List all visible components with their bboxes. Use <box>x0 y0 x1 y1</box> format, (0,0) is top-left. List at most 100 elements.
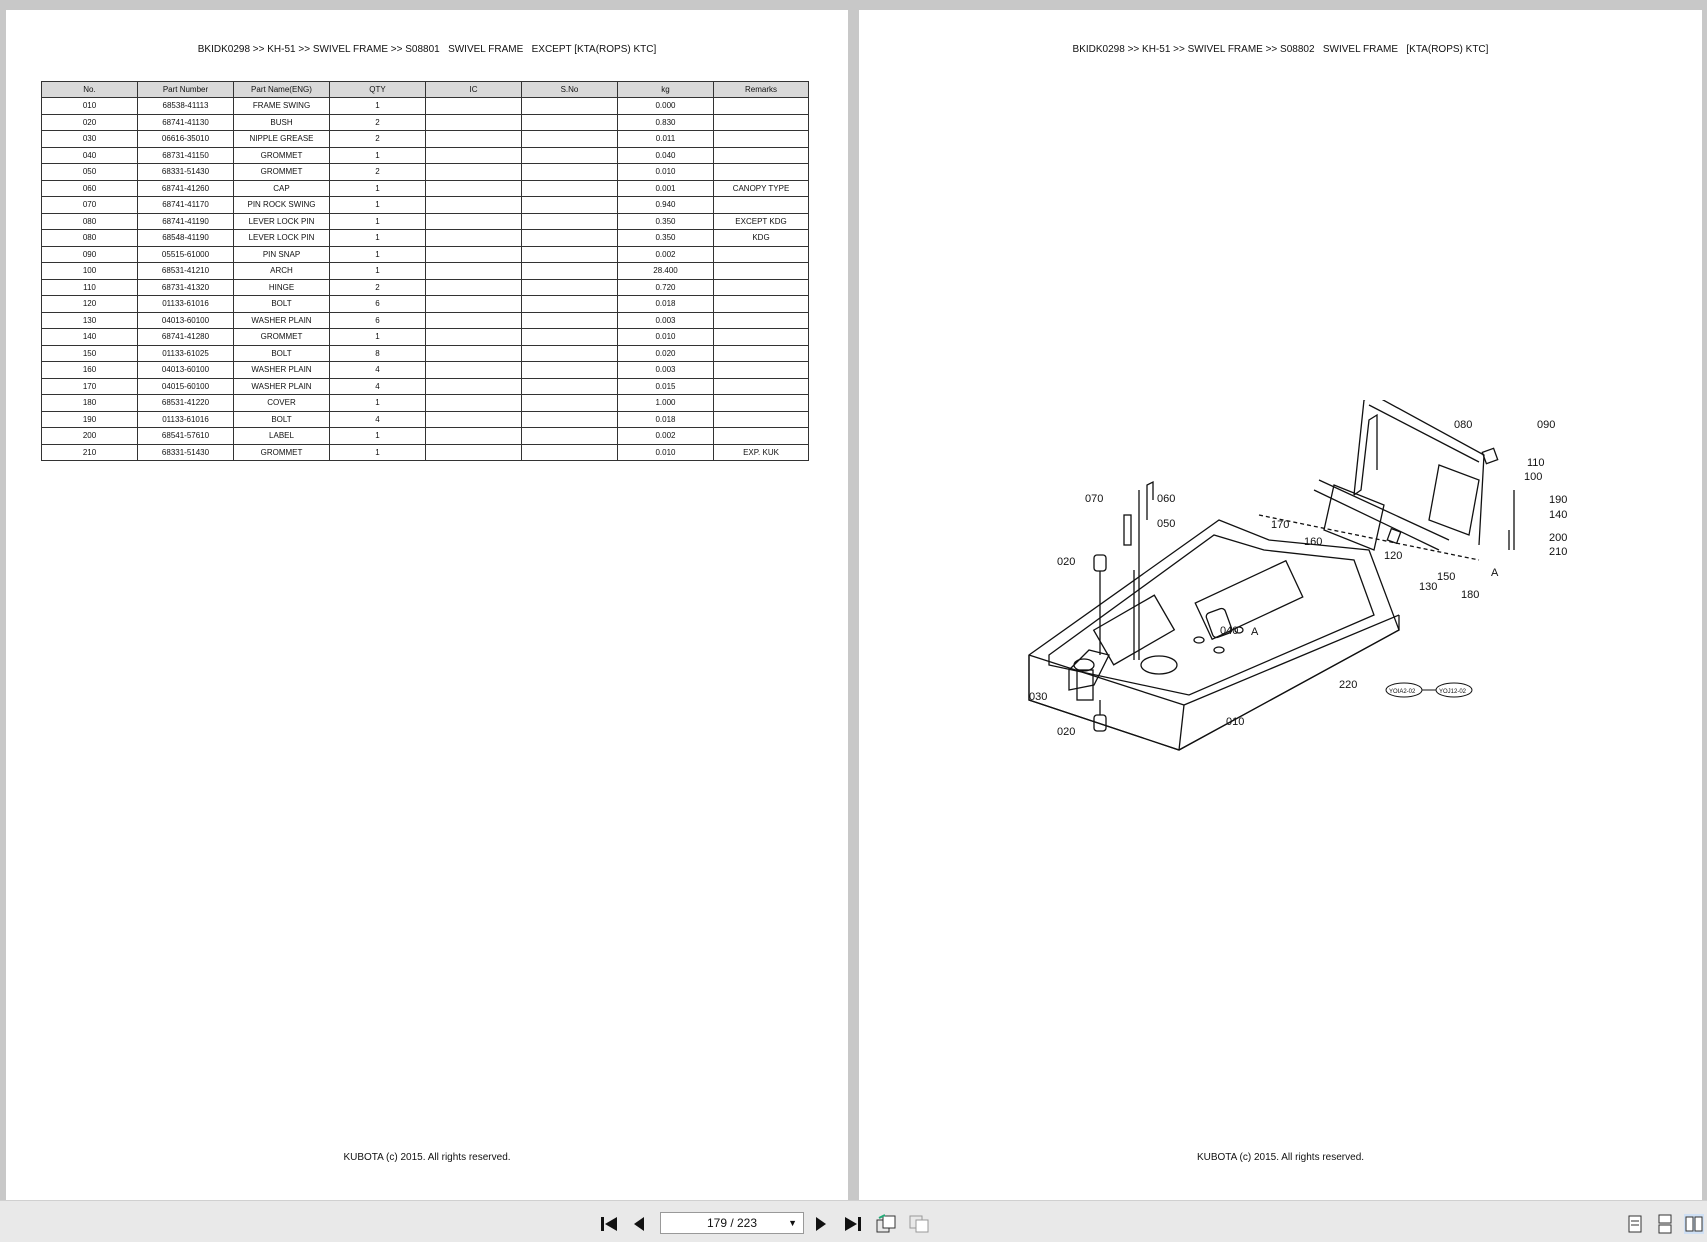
callout-200: 200 <box>1549 532 1567 544</box>
rotate-page-button[interactable] <box>875 1213 897 1235</box>
viewer-toolbar: 179 / 223 ▼ <box>0 1200 1707 1242</box>
prev-page-icon <box>634 1217 644 1231</box>
table-cell: ARCH <box>233 262 330 280</box>
table-cell: 4 <box>329 361 426 379</box>
table-cell: 68548-41190 <box>137 229 234 247</box>
column-header: IC <box>425 81 522 98</box>
table-cell: 200 <box>41 427 138 445</box>
table-cell: 180 <box>41 394 138 412</box>
prev-page-button[interactable] <box>628 1213 650 1235</box>
table-cell: 05515-61000 <box>137 245 234 263</box>
table-cell: 050 <box>41 163 138 181</box>
table-cell: BUSH <box>233 113 330 131</box>
table-cell: 0.720 <box>617 278 714 296</box>
table-cell: 170 <box>41 377 138 395</box>
callout-110: 110 <box>1527 457 1545 469</box>
table-cell <box>425 361 522 379</box>
table-cell: 0.020 <box>617 344 714 362</box>
callout-070: 070 <box>1085 493 1103 505</box>
table-cell: EXCEPT KDG <box>713 212 809 230</box>
callout-100: 100 <box>1524 471 1542 483</box>
table-cell <box>521 163 618 181</box>
table-cell <box>425 278 522 296</box>
table-cell <box>521 130 618 148</box>
table-cell <box>425 410 522 428</box>
reference-tags: YOIA2-02 YOJ12-02 <box>1385 682 1473 698</box>
callout-150: 150 <box>1437 571 1455 583</box>
table-cell: 0.830 <box>617 113 714 131</box>
table-cell: 190 <box>41 410 138 428</box>
table-cell <box>521 394 618 412</box>
table-cell: 2 <box>329 113 426 131</box>
table-cell: 1 <box>329 179 426 197</box>
table-cell: 68531-41210 <box>137 262 234 280</box>
callout-210: 210 <box>1549 546 1567 558</box>
table-cell: 04013-60100 <box>137 361 234 379</box>
table-cell <box>713 344 809 362</box>
table-cell: 4 <box>329 410 426 428</box>
table-cell <box>521 311 618 329</box>
table-cell: 060 <box>41 179 138 197</box>
two-page-view-button[interactable] <box>1683 1213 1705 1235</box>
next-page-button[interactable] <box>810 1213 832 1235</box>
column-header: Part Name(ENG) <box>233 81 330 98</box>
page-number-field[interactable]: 179 / 223 ▼ <box>660 1212 804 1234</box>
single-page-view-button[interactable] <box>1624 1213 1646 1235</box>
continuous-view-icon <box>1658 1214 1672 1234</box>
column-header: S.No <box>521 81 618 98</box>
continuous-view-button[interactable] <box>1654 1213 1676 1235</box>
table-cell <box>521 212 618 230</box>
table-cell <box>521 97 618 115</box>
callout-180: 180 <box>1461 589 1479 601</box>
callout-090: 090 <box>1537 419 1555 431</box>
table-cell: 68531-41220 <box>137 394 234 412</box>
table-cell: 04013-60100 <box>137 311 234 329</box>
table-cell: 1 <box>329 196 426 214</box>
table-cell: 0.010 <box>617 163 714 181</box>
table-cell: 0.001 <box>617 179 714 197</box>
table-cell: 68741-41170 <box>137 196 234 214</box>
right-page-footer: KUBOTA (c) 2015. All rights reserved. <box>1196 1152 1365 1163</box>
table-cell <box>713 196 809 214</box>
table-cell: 01133-61016 <box>137 410 234 428</box>
table-cell <box>425 130 522 148</box>
table-cell <box>425 344 522 362</box>
copy-page-button[interactable] <box>908 1213 930 1235</box>
table-cell: GROMMET <box>233 328 330 346</box>
table-cell <box>521 245 618 263</box>
first-page-button[interactable] <box>598 1213 620 1235</box>
callout-030: 030 <box>1029 691 1047 703</box>
table-cell: 1 <box>329 443 426 461</box>
last-page-button[interactable] <box>842 1213 864 1235</box>
table-cell: 0.002 <box>617 245 714 263</box>
table-cell: 0.350 <box>617 229 714 247</box>
table-cell <box>713 427 809 445</box>
table-cell: 130 <box>41 311 138 329</box>
rotate-page-icon <box>876 1214 896 1233</box>
table-cell <box>713 328 809 346</box>
ref-tag-1: YOIA2-02 <box>1389 689 1416 695</box>
table-cell: BOLT <box>233 410 330 428</box>
table-cell: PIN SNAP <box>233 245 330 263</box>
table-cell: LEVER LOCK PIN <box>233 212 330 230</box>
table-cell: GROMMET <box>233 163 330 181</box>
two-page-view-icon <box>1684 1214 1704 1234</box>
table-cell <box>425 328 522 346</box>
table-cell: HINGE <box>233 278 330 296</box>
table-cell: 040 <box>41 146 138 164</box>
table-cell <box>713 311 809 329</box>
callout-140: 140 <box>1549 509 1567 521</box>
table-cell <box>425 113 522 131</box>
table-cell <box>425 311 522 329</box>
